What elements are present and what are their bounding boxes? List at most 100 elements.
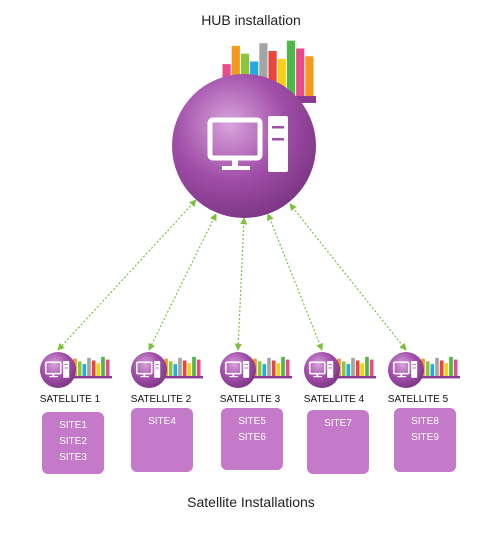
book-spine — [96, 363, 101, 376]
book-spine — [355, 360, 360, 376]
monitor-stand — [232, 158, 238, 166]
book-spine — [449, 356, 453, 376]
monitor-stand — [52, 373, 55, 376]
site-item: SITE1 — [59, 420, 87, 431]
tower-shape — [327, 361, 334, 378]
computer-icon — [393, 361, 418, 378]
monitor-base — [397, 376, 406, 378]
satellite-label: SATELLITE 5 — [387, 394, 449, 405]
book-spine — [262, 364, 267, 376]
tower-shape — [243, 361, 250, 378]
site-item: SITE9 — [411, 432, 439, 443]
site-item: SITE5 — [238, 416, 266, 427]
tower-shape — [411, 361, 418, 378]
book-spine — [187, 363, 192, 376]
book-spine — [286, 40, 296, 96]
connector-line — [289, 203, 407, 351]
book-spine — [305, 56, 314, 96]
tower-slot — [272, 138, 284, 141]
book-spine — [168, 361, 173, 376]
footer-title: Satellite Installations — [187, 494, 315, 510]
book-spine — [435, 357, 439, 376]
book-spine — [173, 364, 178, 376]
monitor-base — [229, 376, 238, 378]
tower-slot — [412, 364, 416, 365]
book-spine — [77, 361, 82, 376]
book-spine — [231, 45, 240, 96]
satellite-label: SATELLITE 1 — [39, 394, 101, 405]
monitor-stand — [400, 373, 403, 376]
book-spine — [346, 364, 351, 376]
tower-shape — [63, 361, 70, 378]
computer-icon — [309, 361, 334, 378]
tower-slot — [64, 367, 68, 369]
computer-icon — [45, 361, 70, 378]
book-spine — [268, 51, 277, 96]
connector-line — [266, 213, 324, 351]
monitor-stand — [232, 373, 235, 376]
tower-slot — [328, 364, 332, 365]
site-list-box: SITE7 — [307, 410, 369, 474]
book-spine — [439, 360, 444, 376]
satellite-nodes — [40, 352, 460, 388]
site-item: SITE4 — [148, 416, 176, 427]
tower-slot — [64, 364, 68, 365]
book-shelf — [414, 376, 460, 379]
book-spine — [257, 361, 262, 376]
connector-line — [148, 213, 217, 351]
book-spine — [365, 356, 369, 376]
tower-shape — [268, 116, 288, 172]
book-spine — [369, 359, 374, 376]
monitor-stand — [143, 373, 146, 376]
book-spine — [285, 359, 290, 376]
site-item: SITE8 — [411, 416, 439, 427]
tower-slot — [155, 364, 159, 365]
book-spine — [430, 364, 435, 376]
satellite-label: SATELLITE 2 — [130, 394, 192, 405]
connector-line — [57, 199, 197, 351]
satellite-label: SATELLITE 4 — [303, 394, 365, 405]
satellite-node — [220, 352, 292, 388]
book-shelf — [330, 376, 376, 379]
book-spine — [87, 357, 91, 376]
book-spine — [91, 360, 96, 376]
tower-slot — [244, 364, 248, 365]
site-item: SITE3 — [59, 452, 87, 463]
book-spine — [281, 356, 285, 376]
satellite-label: SATELLITE 3 — [219, 394, 281, 405]
book-spine — [259, 43, 268, 96]
book-spine — [360, 363, 365, 376]
monitor-base — [49, 376, 58, 378]
book-shelf — [66, 376, 112, 379]
book-spine — [82, 364, 87, 376]
book-spine — [271, 360, 276, 376]
computer-icon — [136, 361, 161, 378]
connector-lines — [57, 199, 407, 351]
site-list-box: SITE4 — [131, 408, 193, 472]
book-spine — [425, 361, 430, 376]
tower-slot — [155, 367, 159, 369]
book-spine — [105, 359, 110, 376]
satellite-node — [388, 352, 460, 388]
book-spine — [196, 359, 201, 376]
book-shelf — [246, 376, 292, 379]
hub-node — [172, 40, 316, 218]
site-item: SITE7 — [324, 418, 352, 429]
tower-slot — [328, 367, 332, 369]
tower-slot — [412, 367, 416, 369]
book-spine — [192, 356, 196, 376]
book-spine — [267, 357, 271, 376]
book-spine — [444, 363, 449, 376]
satellite-node — [40, 352, 112, 388]
book-spine — [182, 360, 187, 376]
tower-slot — [272, 126, 284, 129]
book-shelf — [157, 376, 203, 379]
book-spine — [178, 357, 182, 376]
hub-circle — [172, 74, 316, 218]
satellite-node — [304, 352, 376, 388]
computer-icon — [207, 116, 288, 172]
